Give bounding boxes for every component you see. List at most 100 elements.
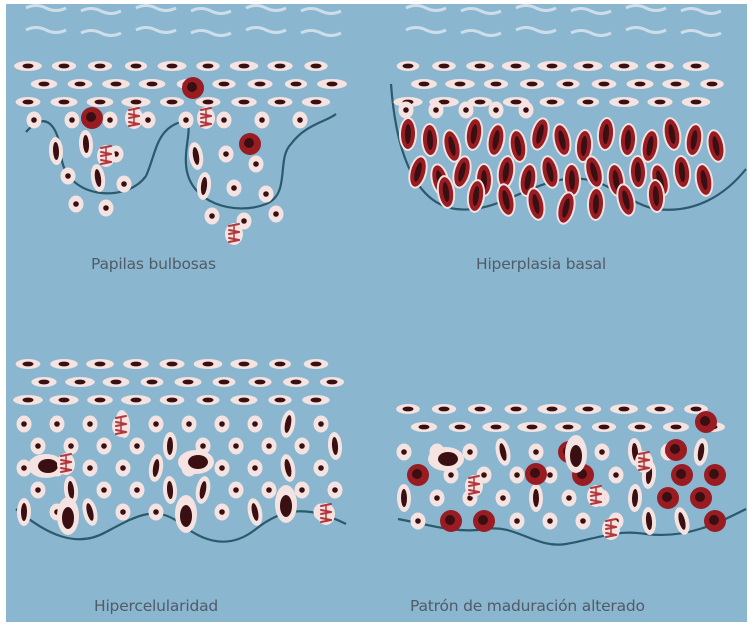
cell [17,498,31,526]
cell [68,79,93,89]
cell [692,437,710,467]
cell [618,123,638,158]
cell [50,97,77,107]
cell [411,422,437,432]
cell [700,79,724,89]
cell [493,437,513,467]
cell [328,482,343,499]
panel-title-hiperplasia-basal: Hiperplasia basal [476,255,606,273]
cell [657,487,679,509]
panel-title-papilas-bulbosas: Papilas bulbosas [91,255,216,273]
cell [267,61,292,71]
cell [86,359,114,369]
cell [57,497,79,535]
cell [187,141,205,171]
cell [695,411,717,433]
cell [121,395,151,405]
cell [646,404,673,414]
cell [88,61,112,71]
panel-papilas-bulbosas-art [14,28,347,246]
cell [304,359,329,369]
cell [304,61,327,71]
cell [179,112,194,129]
cell [302,97,330,107]
cell [121,97,150,107]
cell [147,453,165,483]
dysplasia-illustration [6,4,747,622]
cell [283,377,309,387]
cell [248,460,263,477]
cell [411,79,437,89]
cell [692,162,715,199]
cell [123,359,149,369]
cell [149,416,164,433]
cell [31,377,56,387]
cell [259,186,274,203]
cell [641,506,657,535]
cell [295,438,310,455]
cell [117,176,132,193]
cell [459,102,474,119]
cell [671,154,692,190]
cell [31,482,46,499]
cell [539,97,564,107]
cell [116,504,131,521]
cell [219,146,234,163]
cell [502,61,530,71]
cell [466,61,494,71]
cell [407,464,429,486]
cell [665,439,687,461]
cell [275,485,297,523]
cell [468,404,492,414]
cell [285,79,307,89]
cell [194,475,213,505]
cell [182,416,197,433]
cell [610,404,638,414]
cell [577,97,599,107]
cell [27,112,42,129]
cell [16,97,41,107]
cell [31,79,57,89]
cell [178,450,214,474]
cell [112,415,130,437]
cell [196,61,220,71]
cell [494,181,519,218]
cell [268,395,291,405]
cell [463,116,485,152]
cell [429,102,444,119]
cell [174,377,201,387]
cell [704,464,726,486]
cell [602,518,620,540]
cell [587,485,605,507]
cell [517,422,546,432]
cell [510,467,525,484]
cell [671,464,693,486]
cell [247,79,272,89]
cell [197,107,215,129]
cell [130,482,145,499]
cell [89,163,107,193]
cell [397,61,420,71]
cell [139,79,166,89]
cell [683,122,706,158]
cell [65,377,95,387]
cell [267,97,292,107]
cell [160,97,184,107]
cell [575,404,602,414]
cell [432,61,456,71]
cell [31,438,46,455]
cell [682,97,711,107]
cell [81,107,103,129]
cell [505,404,528,414]
cell [520,79,544,89]
cell [314,460,329,477]
cell [149,504,164,521]
cell [646,61,674,71]
cell [704,128,728,165]
cell [596,116,617,151]
cell [57,453,75,475]
cell [529,484,543,512]
cell [295,482,310,499]
cell [50,416,65,433]
cell [175,495,197,533]
